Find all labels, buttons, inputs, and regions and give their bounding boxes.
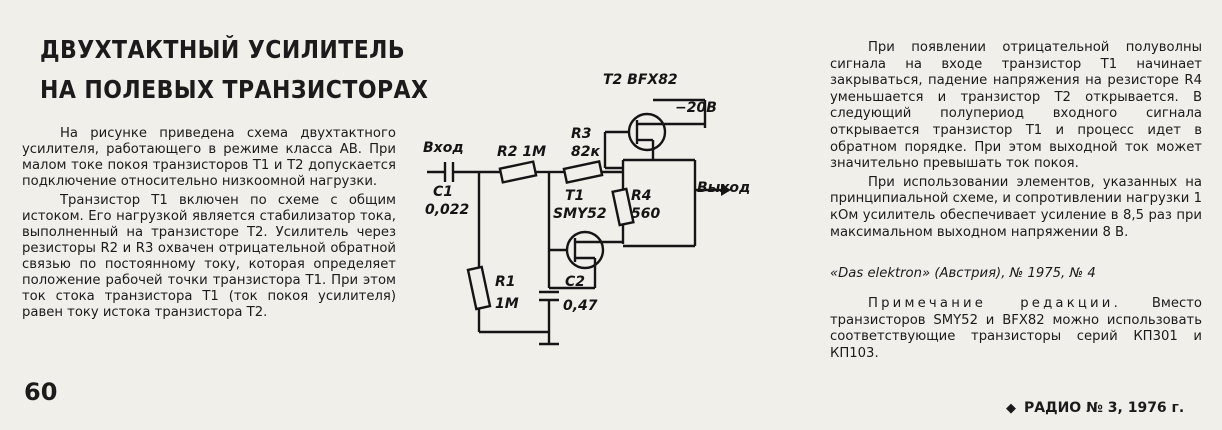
r4-resistor — [611, 187, 635, 227]
r3-resistor — [562, 159, 604, 185]
magazine-issue: РАДИО № 3, 1976 г. — [1024, 400, 1185, 416]
source-reference: «Das elektron» (Австрия), № 1975, № 4 — [830, 266, 1096, 281]
t2-transistor — [627, 112, 667, 152]
amplifier-schematic: Т2 BFX82 −20В Вход Выход R2 1М R3 82к Т1… — [423, 72, 750, 346]
r2-label: R2 1М — [497, 144, 546, 160]
paragraph-3: При появлении отрицательной полуволны си… — [830, 40, 1202, 172]
t1-type: SMY52 — [553, 206, 607, 222]
paragraph-4: При использовании элементов, указанных н… — [830, 174, 1202, 240]
left-column: На рисунке приведена схема двухтактного … — [22, 126, 396, 321]
paragraph-1: На рисунке приведена схема двухтактного … — [22, 126, 396, 189]
supply-label: −20В — [675, 100, 717, 116]
output-arrow-icon — [721, 184, 731, 196]
c1-value: 0,022 — [425, 202, 469, 218]
title-line-1: ДВУХТАКТНЫЙ УСИЛИТЕЛЬ — [40, 35, 406, 64]
r4-value: 560 — [631, 206, 660, 222]
title-line-2: НА ПОЛЕВЫХ ТРАНЗИСТОРАХ — [40, 75, 429, 104]
magazine-footer: ◆ РАДИО № 3, 1976 г. — [1006, 400, 1184, 416]
c2-value: 0,47 — [563, 298, 598, 314]
note-label: Примечание редакции. — [868, 296, 1121, 311]
c2-label: С2 — [565, 274, 585, 290]
t1-transistor — [565, 230, 605, 270]
diamond-icon: ◆ — [1006, 401, 1016, 416]
t1-label: Т1 — [565, 188, 584, 204]
r3-value: 82к — [571, 144, 600, 160]
output-label: Выход — [697, 180, 750, 196]
r4-label: R4 — [631, 188, 652, 204]
r2-resistor — [498, 160, 538, 184]
r1-label: R1 — [495, 274, 516, 290]
r3-label: R3 — [571, 126, 592, 142]
note-text: Вместо транзисторов SMY52 и BFX82 можно … — [830, 296, 1202, 361]
editor-note: Примечание редакции. Вместо транзисторов… — [830, 296, 1202, 362]
r1-resistor — [466, 265, 492, 311]
page-number: 60 — [24, 378, 58, 406]
input-label: Вход — [423, 140, 464, 156]
right-column: При появлении отрицательной полуволны си… — [830, 40, 1202, 241]
t2-label: Т2 BFX82 — [603, 72, 678, 88]
article-title: ДВУХТАКТНЫЙ УСИЛИТЕЛЬ НА ПОЛЕВЫХ ТРАНЗИС… — [40, 30, 429, 110]
r1-value: 1М — [495, 296, 519, 312]
paragraph-2: Транзистор Т1 включен по схеме с общим и… — [22, 193, 396, 320]
c1-label: С1 — [433, 184, 453, 200]
